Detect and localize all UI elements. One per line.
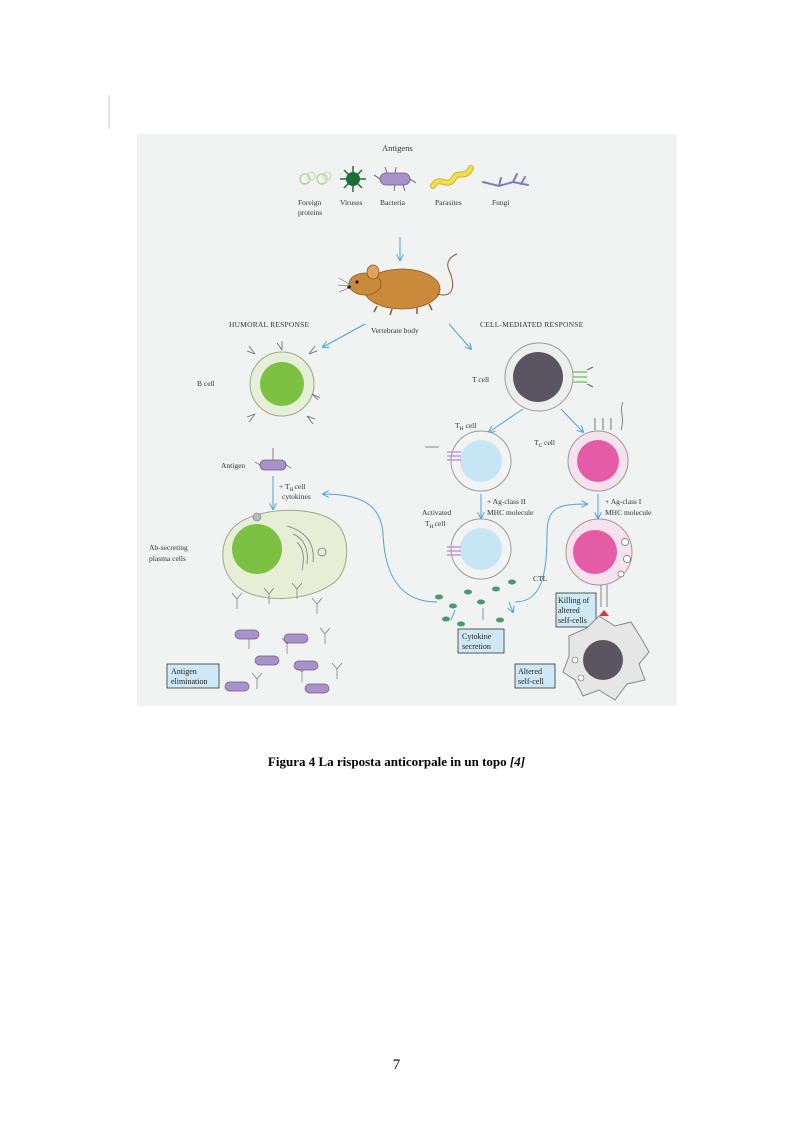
t-cell — [504, 342, 594, 412]
immune-response-figure: Antigens Foreign proteins Viruses — [137, 134, 677, 706]
virus-icon — [340, 166, 366, 192]
tc-cell — [567, 401, 629, 492]
page-number: 7 — [392, 1057, 401, 1073]
activated-label-1: Activated — [422, 508, 451, 517]
elimination-label-1: Antigen — [171, 667, 197, 676]
bacteria-label: Bacteria — [380, 198, 406, 207]
body-label: Vertebrate body — [371, 326, 419, 335]
killing-label-3: self-cells — [558, 616, 587, 625]
tc-cell-label: TC cell — [534, 438, 555, 449]
arrow-to-humoral — [323, 323, 366, 347]
arrow-cytokine-feedback-left — [323, 494, 438, 603]
antigen-bacterium — [254, 448, 292, 471]
killing-label-1: Killing of — [558, 596, 590, 605]
killing-label-2: altered — [558, 606, 580, 615]
altered-label-1: Altered — [518, 667, 542, 676]
activated-label-2: THcell — [425, 519, 445, 530]
figure-illustration: Antigens Foreign proteins Viruses — [149, 143, 652, 701]
arrow-to-tc — [560, 408, 583, 432]
bacteria-icon — [373, 166, 417, 192]
activated-th-cell — [447, 518, 512, 580]
killing-box — [555, 592, 597, 628]
plasma-label-1: Ab-secreting — [149, 543, 188, 552]
elimination-label-2: elimination — [171, 677, 207, 686]
altered-label-2: self-cell — [518, 677, 545, 686]
altered-self-cell — [562, 615, 650, 701]
antigen-label: Antigen — [221, 461, 245, 470]
cytokine-label-2: secretion — [462, 642, 491, 651]
foreign-label-2: proteins — [298, 208, 322, 217]
altered-self-box — [514, 663, 556, 689]
b-cell — [246, 341, 321, 425]
ctl-label: CTL — [533, 574, 548, 583]
cytokine-secretion-box — [457, 628, 505, 654]
antigen-elimination-box — [166, 663, 220, 689]
plasma-label-2: plasma cells — [149, 554, 186, 563]
antigens-heading: Antigens — [382, 143, 413, 153]
humoral-heading: HUMORAL RESPONSE — [229, 320, 309, 329]
th-cytokines-label-2: cytokines — [282, 492, 311, 501]
ag-class1-label-2: MHC molecule — [605, 508, 652, 517]
foreign-proteins-icon — [299, 171, 332, 185]
t-cell-label: T cell — [472, 375, 489, 384]
th-cell-label: TH cell — [455, 421, 476, 432]
b-cell-label: B cell — [197, 379, 215, 388]
fungi-icon — [482, 173, 529, 188]
cell-mediated-heading: CELL-MEDIATED RESPONSE — [480, 320, 584, 329]
mouse-illustration — [337, 253, 458, 316]
ag-class2-label-1: + Ag-class II — [487, 497, 526, 506]
viruses-label: Viruses — [340, 198, 363, 207]
caption-reference: [4] — [509, 754, 526, 769]
ctl-cell — [565, 518, 633, 616]
parasite-icon — [430, 165, 474, 189]
ag-class1-label-1: + Ag-class I — [605, 497, 642, 506]
parasites-label: Parasites — [435, 198, 462, 207]
th-cytokines-label-1: + THcell — [279, 482, 305, 493]
cytokine-particles — [435, 579, 516, 627]
fungi-label: Fungi — [492, 198, 510, 207]
caption-text: Figura 4 La risposta anticorpale in un t… — [267, 754, 510, 769]
arrow-to-cell-mediated — [448, 323, 471, 349]
arrow-to-th — [489, 408, 524, 432]
plasma-cell — [222, 509, 348, 600]
ag-class2-label-2: MHC molecule — [487, 508, 534, 517]
cytokine-label-1: Cytokine — [462, 632, 492, 641]
th-cell — [425, 430, 512, 492]
foreign-label-1: Foreign — [298, 198, 322, 207]
scan-artifact — [108, 95, 110, 129]
arrow-cytokine-feedback-right — [514, 504, 587, 603]
figure-caption: Figura 4 La risposta anticorpale in un t… — [0, 754, 793, 770]
antibodies-and-bacteria — [224, 582, 343, 694]
